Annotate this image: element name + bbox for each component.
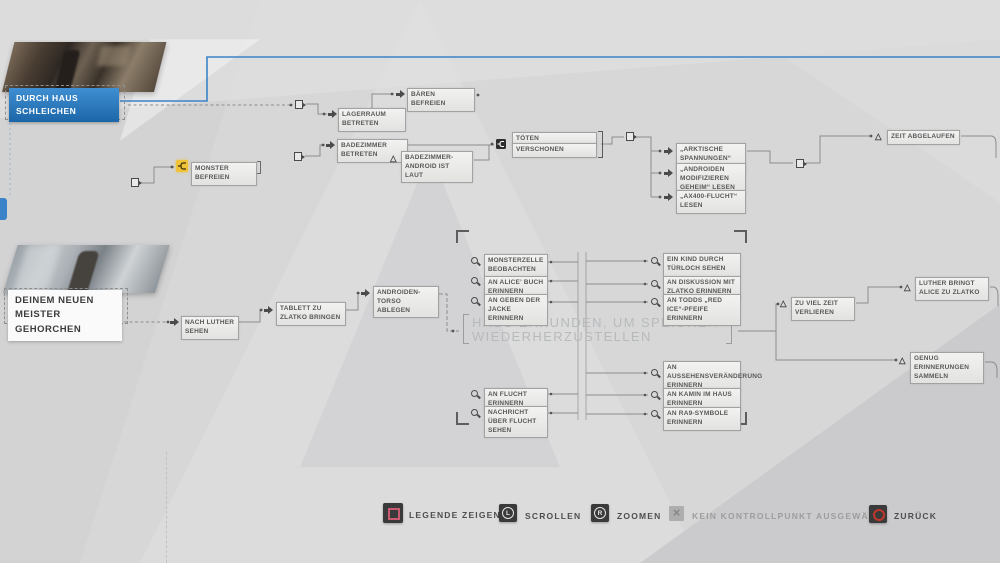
- action-arrow-icon: [664, 147, 674, 156]
- magnifier-icon: [471, 297, 480, 306]
- checkpoint-thumbnail-obey[interactable]: [3, 245, 170, 293]
- flow-node: ANDROIDEN-TORSO ABLEGEN: [373, 286, 439, 319]
- magnifier-icon: [471, 390, 480, 399]
- flow-node: AN RA9-SYMBOLE ERINNERN: [663, 407, 741, 431]
- flow-node: ZEIT ABGELAUFEN: [887, 130, 960, 145]
- flow-node: TABLETT ZU ZLATKO BRINGEN: [276, 302, 346, 326]
- flow-node: LAGERRAUM BETRETEN: [338, 108, 406, 132]
- flow-node: AN ALICE’ BUCH ERINNERN: [484, 276, 548, 300]
- warning-triangle-icon: △: [899, 355, 906, 365]
- choice-option: TÖTEN: [512, 132, 597, 146]
- choice-option: VERSCHONEN: [512, 143, 597, 158]
- branch-icon: [294, 152, 305, 161]
- back-button-label[interactable]: ZURÜCK: [894, 511, 938, 521]
- flow-node: AN FLUCHT ERINNERN: [484, 388, 548, 412]
- guide-line: [166, 452, 167, 563]
- warning-triangle-icon: △: [780, 298, 787, 308]
- branch-icon: [131, 178, 142, 187]
- branch-icon: [626, 132, 637, 141]
- checkpoint-label-obey[interactable]: DEINEM NEUEN MEISTER GEHORCHEN: [8, 290, 122, 341]
- flow-node: AN AUSSEHENSVERÄNDERUNG ERINNERN: [663, 361, 762, 394]
- action-arrow-icon: [664, 169, 674, 178]
- flow-node: BÄREN BEFREIEN: [407, 88, 475, 112]
- timeline-marker: [0, 198, 7, 220]
- cluster-bracket: [734, 230, 747, 243]
- end-bracket: [257, 161, 261, 174]
- choice-fork-icon-highlighted: [176, 160, 188, 172]
- title-bracket: [463, 314, 469, 344]
- branch-icon: [796, 159, 807, 168]
- action-arrow-icon: [326, 141, 336, 150]
- action-arrow-icon: [170, 318, 180, 327]
- flow-node: NACH LUTHER SEHEN: [181, 316, 239, 340]
- magnifier-icon: [471, 257, 480, 266]
- flow-node: EIN KIND DURCH TÜRLOCH SEHEN: [663, 253, 741, 277]
- magnifier-icon: [651, 369, 660, 378]
- flow-node: MONSTERZELLE BEOBACHTEN: [484, 254, 548, 278]
- flow-node: MONSTER BEFREIEN: [191, 162, 257, 186]
- flow-node: BADEZIMMER-ANDROID IST LAUT: [401, 151, 473, 184]
- magnifier-icon: [471, 277, 480, 286]
- action-arrow-icon: [361, 289, 371, 298]
- checkpoint-label-sneak[interactable]: DURCH HAUS SCHLEICHEN: [9, 88, 119, 122]
- cross-button-icon: ×: [669, 506, 684, 521]
- action-arrow-icon: [328, 110, 338, 119]
- thumbnail-figure: [67, 251, 100, 293]
- flow-node: AN GEBEN DER JACKE ERINNERN: [484, 294, 548, 327]
- flow-node: „ANDROIDEN MODIFIZIEREN GEHEIM“ LESEN: [676, 163, 746, 196]
- magnifier-icon: [651, 391, 660, 400]
- warning-triangle-icon: △: [875, 131, 882, 141]
- thumbnail-window-light: [13, 245, 62, 293]
- action-arrow-icon: [264, 306, 274, 315]
- flow-node: „AX400-FLUCHT“ LESEN: [676, 190, 746, 214]
- flow-node: AN TODDS „RED ICE“-PFEIFE ERINNERN: [663, 294, 741, 327]
- scroll-label[interactable]: SCROLLEN: [525, 511, 582, 521]
- no-checkpoint-label: KEIN KONTROLLPUNKT AUSGEWÄHLT: [692, 511, 889, 521]
- stick-letter: L: [506, 509, 510, 517]
- magnifier-icon: [651, 298, 660, 307]
- right-stick-icon[interactable]: R: [591, 504, 609, 522]
- circle-button-icon[interactable]: [869, 505, 887, 523]
- warning-triangle-icon: △: [904, 282, 911, 292]
- flow-node: ZU VIEL ZEIT VERLIEREN: [791, 297, 855, 321]
- action-arrow-icon: [664, 193, 674, 202]
- left-stick-icon[interactable]: L: [499, 504, 517, 522]
- magnifier-icon: [471, 409, 480, 418]
- magnifier-icon: [651, 257, 660, 266]
- cluster-bracket: [456, 230, 469, 243]
- branch-icon: [295, 100, 306, 109]
- cluster-bracket: [456, 412, 469, 425]
- stick-letter: R: [597, 509, 603, 517]
- flow-node: GENUG ERINNERUNGEN SAMMELN: [910, 352, 984, 385]
- magnifier-icon: [651, 280, 660, 289]
- action-arrow-icon: [396, 90, 406, 99]
- choice-bracket: [598, 131, 603, 158]
- flow-node: LUTHER BRINGT ALICE ZU ZLATKO: [915, 277, 989, 301]
- zoom-label[interactable]: ZOOMEN: [617, 511, 662, 521]
- choice-fork-icon: [496, 139, 506, 149]
- square-button-icon[interactable]: [383, 503, 403, 523]
- flow-node: NACHRICHT ÜBER FLUCHT SEHEN: [484, 406, 548, 439]
- flow-node: BADEZIMMER BETRETEN: [337, 139, 408, 163]
- warning-triangle-icon: △: [390, 153, 397, 163]
- thumbnail-highlight: [96, 46, 132, 66]
- legend-button-label[interactable]: LEGENDE ZEIGEN: [409, 510, 501, 520]
- magnifier-icon: [651, 410, 660, 419]
